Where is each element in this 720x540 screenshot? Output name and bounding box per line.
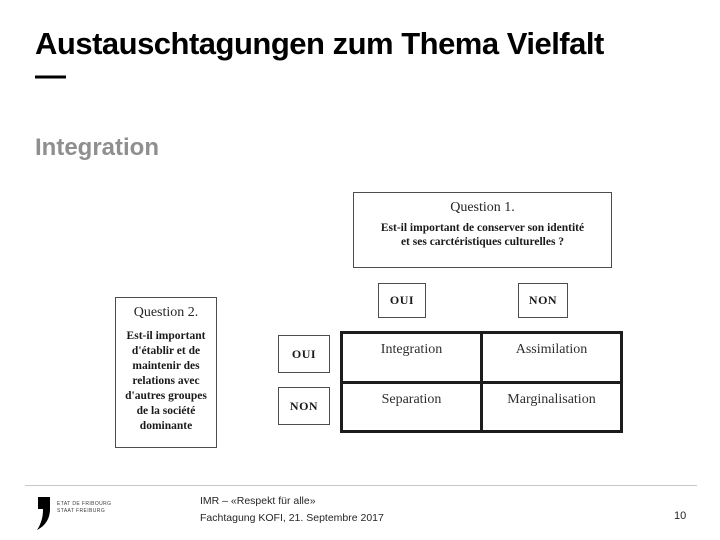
question1-text-line1: Est-il important de conserver son identi… xyxy=(380,222,585,234)
question2-text: Est-il important d'établir et de mainten… xyxy=(116,329,216,434)
footer-credit: IMR – «Respekt für alle» Fachtagung KOFI… xyxy=(200,493,384,527)
page-number: 10 xyxy=(674,510,687,522)
question2-heading: Question 2. xyxy=(133,305,199,320)
footer-divider xyxy=(25,485,697,486)
fribourg-logo xyxy=(36,497,50,530)
question2-text-line7: dominante xyxy=(139,420,193,432)
logo-text-line1: ETAT DE FRIBOURG xyxy=(57,501,112,507)
question1-text-line2: et ses carctéristiques culturelles ? xyxy=(400,236,565,248)
question1-box: Question 1. Est-il important de conserve… xyxy=(353,192,612,268)
question1-text: Est-il important de conserver son identi… xyxy=(354,221,611,249)
matrix-cell-integration: Integration xyxy=(343,334,480,381)
question2-text-line6: de la société xyxy=(136,405,196,417)
matrix-cell-marginalisation: Marginalisation xyxy=(483,383,620,430)
question1-heading: Question 1. xyxy=(450,200,515,215)
logo-text-line2: STAAT FREIBURG xyxy=(57,508,106,514)
comma-logo-icon xyxy=(36,497,50,530)
question2-text-line5: d'autres groupes xyxy=(125,390,207,402)
footer-credit-line1: IMR – «Respekt für alle» xyxy=(200,495,316,507)
question2-text-line1: Est-il important xyxy=(126,330,206,342)
acculturation-matrix: Integration Assimilation Separation Marg… xyxy=(340,331,623,433)
slide-subtitle: Integration xyxy=(35,134,159,161)
title-dash: — xyxy=(35,57,66,92)
fribourg-logo-text: ETAT DE FRIBOURG STAAT FREIBURG xyxy=(57,501,111,515)
question2-answer-oui: OUI xyxy=(278,335,330,373)
question1-answer-non: NON xyxy=(518,283,568,318)
slide-title: Austauschtagungen zum Thema Vielfalt xyxy=(35,26,604,61)
footer-credit-line2: Fachtagung KOFI, 21. Septembre 2017 xyxy=(200,512,384,524)
matrix-cell-assimilation: Assimilation xyxy=(483,334,620,381)
question2-box: Question 2. Est-il important d'établir e… xyxy=(115,297,217,448)
question2-answer-non: NON xyxy=(278,387,330,425)
question1-answer-oui: OUI xyxy=(378,283,426,318)
question2-text-line3: maintenir des xyxy=(132,360,200,372)
question2-text-line4: relations avec xyxy=(132,375,200,387)
matrix-cell-separation: Separation xyxy=(343,383,480,430)
question2-text-line2: d'établir et de xyxy=(131,345,201,357)
